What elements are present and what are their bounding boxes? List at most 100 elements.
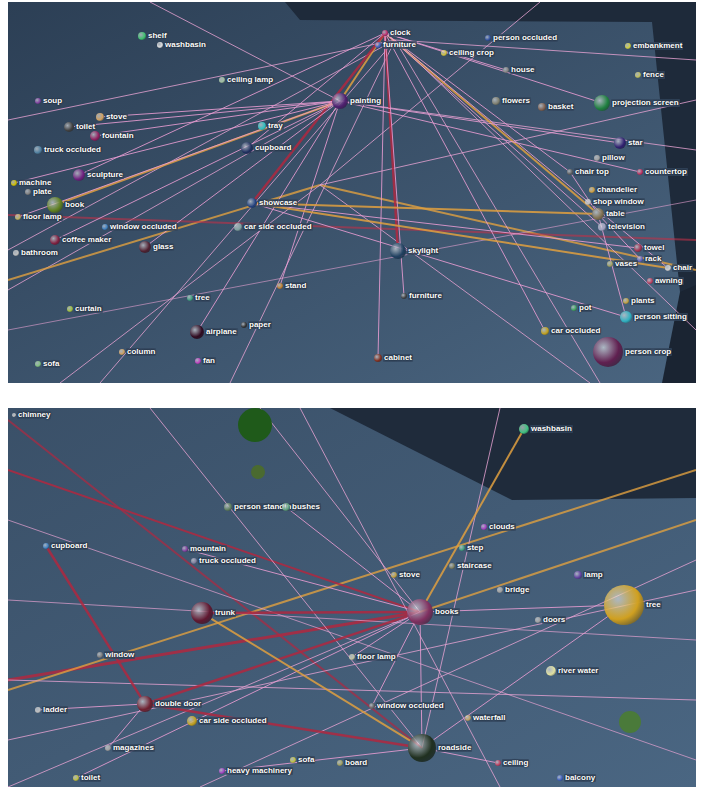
node-label: car side occluded xyxy=(243,223,313,231)
graph-node: window xyxy=(97,651,135,659)
node-label: flowers xyxy=(501,97,531,105)
graph-edge xyxy=(104,102,332,117)
node-sphere xyxy=(635,72,641,78)
graph-edge xyxy=(348,102,614,142)
graph-node: window occluded xyxy=(369,702,445,710)
graph-node: pot xyxy=(571,304,592,312)
node-label: person occluded xyxy=(492,34,558,42)
node-label: toilet xyxy=(75,123,96,131)
graph-node: basket xyxy=(538,103,574,111)
node-sphere xyxy=(337,760,343,766)
node-sphere xyxy=(571,305,577,311)
node-sphere xyxy=(495,760,501,766)
graph-node: fence xyxy=(635,71,665,79)
node-sphere xyxy=(35,707,41,713)
graph-edge xyxy=(213,611,407,614)
node-label: cupboard xyxy=(50,542,88,550)
node-sphere xyxy=(519,424,529,434)
graph-node: awning xyxy=(647,277,684,285)
node-label: plate xyxy=(32,188,53,196)
node-sphere xyxy=(546,666,556,676)
graph-node: star xyxy=(614,137,644,149)
node-label: cabinet xyxy=(383,354,413,362)
graph-node: paper xyxy=(241,321,272,329)
graph-node: soup xyxy=(35,97,63,105)
node-label: window xyxy=(104,651,135,659)
node-label: clouds xyxy=(488,523,516,531)
node-sphere xyxy=(12,413,16,417)
graph-node: heavy machinery xyxy=(219,767,293,775)
node-label: car side occluded xyxy=(198,717,268,725)
node-label: bridge xyxy=(504,586,530,594)
graph-node: plants xyxy=(623,297,656,305)
node-sphere xyxy=(219,768,225,774)
node-label: floor lamp xyxy=(356,653,397,661)
node-sphere xyxy=(503,67,509,73)
graph-edge xyxy=(289,510,410,605)
node-sphere xyxy=(258,122,266,130)
node-sphere xyxy=(97,652,103,658)
graph-node: board xyxy=(337,759,368,767)
node-sphere xyxy=(408,734,436,762)
graph-node: cupboard xyxy=(43,542,88,550)
graph-edge xyxy=(188,550,408,609)
graph-edge xyxy=(388,34,503,69)
graph-node: balcony xyxy=(557,774,596,782)
graph-node: curtain xyxy=(67,305,103,313)
graph-node: plate xyxy=(25,188,53,196)
graph-node: vases xyxy=(607,260,638,268)
node-sphere xyxy=(182,546,188,552)
node-label: glass xyxy=(152,243,174,251)
node-sphere xyxy=(485,35,491,41)
node-label: star xyxy=(627,139,644,147)
graph-node: person occluded xyxy=(485,34,558,42)
graph-node: ceiling lamp xyxy=(219,76,274,84)
graph-node: car side occluded xyxy=(234,223,313,231)
graph-node: waterfall xyxy=(465,714,506,722)
node-label: sofa xyxy=(42,360,60,368)
graph-node: toilet xyxy=(64,122,96,132)
node-sphere xyxy=(538,103,546,111)
node-sphere xyxy=(139,241,151,253)
node-label: chair xyxy=(672,264,693,272)
node-label: double door xyxy=(154,700,202,708)
node-label: column xyxy=(126,348,156,356)
node-sphere xyxy=(634,244,642,252)
graph-node: stove xyxy=(96,113,128,121)
node-sphere xyxy=(541,327,549,335)
graph-edge xyxy=(153,705,408,746)
graph-edge xyxy=(17,103,332,182)
graph-edge xyxy=(387,35,599,224)
graph-node: chimney xyxy=(12,411,51,419)
graph-edge xyxy=(281,109,338,284)
node-label: painting xyxy=(349,97,382,105)
graph-node: roadside xyxy=(408,734,472,762)
graph-node: stand xyxy=(277,282,307,290)
graph-edge xyxy=(420,625,422,734)
node-sphere xyxy=(374,354,382,362)
graph-node: car occluded xyxy=(541,327,601,335)
node-sphere xyxy=(332,93,348,109)
graph-node: bushes xyxy=(282,503,321,511)
graph-node: embankment xyxy=(625,42,683,50)
node-sphere xyxy=(620,311,632,323)
graph-edge xyxy=(388,34,595,101)
graph-node: chair top xyxy=(567,168,610,176)
node-sphere xyxy=(247,198,257,208)
node-sphere xyxy=(574,571,582,579)
graph-edge xyxy=(257,204,634,248)
node-sphere xyxy=(277,283,283,289)
node-label: window occluded xyxy=(376,702,445,710)
node-sphere xyxy=(73,775,79,781)
node-label: stove xyxy=(398,571,421,579)
node-sphere xyxy=(241,322,247,328)
node-label: ceiling lamp xyxy=(226,76,274,84)
node-sphere xyxy=(73,169,85,181)
graph-node: ceiling xyxy=(495,759,529,767)
node-sphere xyxy=(64,122,74,132)
node-sphere xyxy=(43,543,49,549)
graph-edge xyxy=(100,102,332,135)
node-sphere xyxy=(219,77,225,83)
node-sphere xyxy=(105,745,111,751)
